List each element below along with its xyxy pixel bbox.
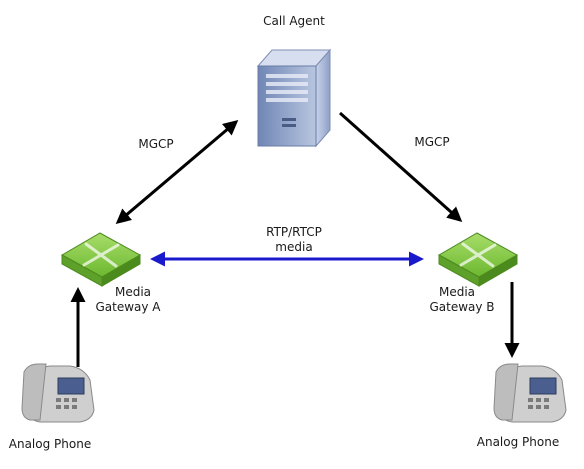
gateway-icon	[60, 232, 142, 287]
phone-b-label: Analog Phone	[476, 435, 560, 449]
phone-a-label: Analog Phone	[8, 437, 92, 451]
gateway-b-label-line1: Media	[438, 285, 476, 299]
gateway-b-label-line2: Gateway B	[429, 300, 495, 314]
media-label-line1: RTP/RTCP	[266, 225, 322, 239]
mgcp-right-arrow	[339, 111, 463, 222]
phone-icon	[493, 363, 567, 423]
call-agent-label: Call Agent	[263, 14, 325, 28]
phone-icon	[21, 363, 95, 423]
mgcp-left-label: MGCP	[138, 137, 174, 151]
mgcp-left-arrow	[115, 120, 239, 224]
gateway-a-label-line2: Gateway A	[95, 300, 161, 314]
server-icon	[256, 48, 332, 148]
gateway-icon	[437, 232, 519, 287]
media-label-line2: media	[275, 240, 313, 254]
gateway-a-label-line1: Media	[114, 285, 152, 299]
mgcp-right-label: MGCP	[414, 135, 450, 149]
